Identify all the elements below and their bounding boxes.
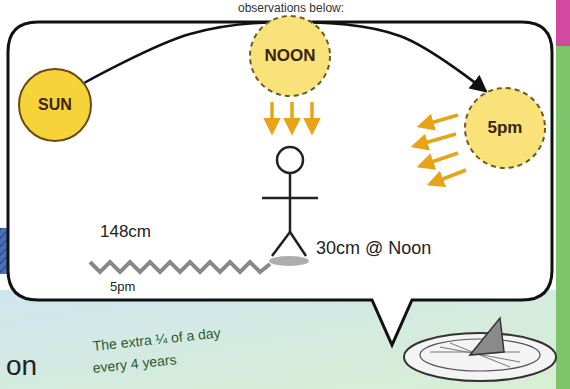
paper-wash — [0, 290, 570, 389]
noon-shadow — [269, 256, 309, 266]
long-shadow — [90, 262, 270, 272]
green-strip — [556, 46, 570, 389]
sun-rays — [272, 102, 466, 184]
sun-circle: 5pm — [463, 86, 547, 170]
sun-label: 5pm — [488, 118, 523, 138]
note-text: on — [6, 350, 37, 382]
note-text: 148cm — [100, 222, 151, 242]
note-text: 5pm — [110, 279, 135, 294]
sun-circle: NOON — [248, 14, 332, 98]
sun-label: NOON — [265, 46, 316, 66]
sun-circle: SUN — [17, 67, 93, 143]
pink-strip — [556, 0, 570, 46]
note-text: observations below: — [238, 1, 344, 15]
stick-figure — [262, 147, 318, 256]
note-text: 30cm @ Noon — [316, 238, 431, 259]
sun-label: SUN — [38, 96, 72, 114]
sundial — [404, 318, 556, 381]
